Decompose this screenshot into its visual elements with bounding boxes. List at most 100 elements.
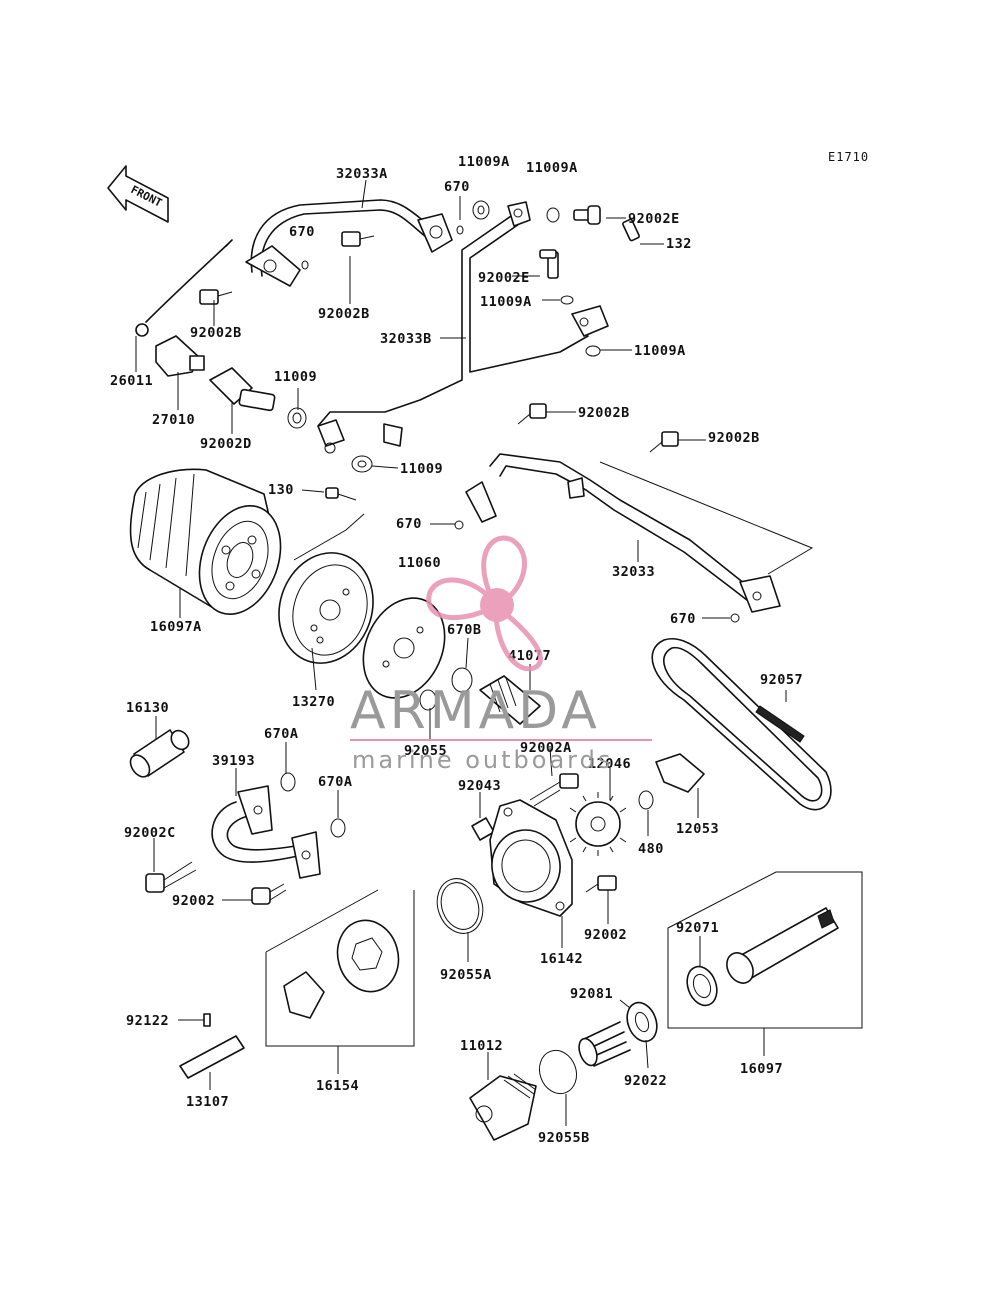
label-16130: 16130 xyxy=(126,700,169,716)
label-92002: 92002 xyxy=(172,893,215,909)
label-11009A: 11009A xyxy=(634,343,686,359)
oil-pipe-32033A xyxy=(245,199,453,287)
sensor-lead-26011 xyxy=(135,239,233,337)
rotor-set-16154 xyxy=(265,889,415,1047)
bolt-92002-b xyxy=(585,875,617,893)
label-92055B: 92055B xyxy=(538,1130,590,1146)
propeller-logo-icon xyxy=(426,535,543,672)
label-12053: 12053 xyxy=(676,821,719,837)
label-92002E: 92002E xyxy=(628,211,680,227)
o-ring-92055A xyxy=(436,878,484,934)
spring-92081 xyxy=(578,1021,631,1067)
oil-pressure-switch-27010 xyxy=(155,335,205,377)
bolt-92002B-c xyxy=(517,403,547,425)
washer-11009A xyxy=(472,200,490,220)
washer-11009A-b xyxy=(546,207,560,223)
plug-11012 xyxy=(469,1073,537,1141)
oil-pipe-32033B xyxy=(317,201,609,447)
label-11009: 11009 xyxy=(274,369,317,385)
chain-guide-12053 xyxy=(655,753,705,793)
label-13270: 13270 xyxy=(292,694,335,710)
label-670A: 670A xyxy=(264,726,299,742)
label-27010: 27010 xyxy=(152,412,195,428)
label-92022: 92022 xyxy=(624,1073,667,1089)
label-32033B: 32033B xyxy=(380,331,432,347)
oil-cooler-13270 xyxy=(278,552,374,664)
label-13107: 13107 xyxy=(186,1094,229,1110)
part-labels: 32033A 11009A 11009A 670 670 92002E 132 … xyxy=(110,154,803,1146)
front-arrow-icon: FRONT xyxy=(107,165,169,223)
bolt-92002-a xyxy=(251,883,287,905)
label-670B: 670B xyxy=(447,622,482,638)
bolt-132 xyxy=(622,218,640,242)
label-26011: 26011 xyxy=(110,373,153,389)
pump-body-16142 xyxy=(489,799,573,917)
pin-92122 xyxy=(203,1013,211,1027)
label-670A: 670A xyxy=(318,774,353,790)
label-92122: 92122 xyxy=(126,1013,169,1029)
label-92081: 92081 xyxy=(570,986,613,1002)
label-92055A: 92055A xyxy=(440,967,492,983)
label-92002B: 92002B xyxy=(578,405,630,421)
label-670: 670 xyxy=(670,611,696,627)
label-130: 130 xyxy=(268,482,294,498)
leader-lines xyxy=(135,179,787,1126)
armada-watermark: ARMADA marine outboards xyxy=(350,535,652,774)
label-92071: 92071 xyxy=(676,920,719,936)
sprocket-12046 xyxy=(569,792,627,856)
label-16154: 16154 xyxy=(316,1078,359,1094)
label-12046: 12046 xyxy=(588,756,631,772)
o-ring-670A-b xyxy=(330,818,346,838)
strainer-16097 xyxy=(667,871,863,1029)
bolt-92002E-b xyxy=(539,249,559,279)
bolt-92002B-d xyxy=(649,431,679,453)
bolt-92002A xyxy=(529,773,579,807)
shaft-13107 xyxy=(179,1035,245,1079)
label-92055: 92055 xyxy=(404,743,447,759)
label-11009A: 11009A xyxy=(526,160,578,176)
oil-pipe-32033 xyxy=(465,453,781,613)
oil-filter-16097A xyxy=(129,468,282,616)
label-92002B: 92002B xyxy=(318,306,370,322)
label-670: 670 xyxy=(444,179,470,195)
fitting-41077 xyxy=(479,675,541,725)
label-92002A: 92002A xyxy=(520,740,572,756)
label-92002B: 92002B xyxy=(190,325,242,341)
label-11012: 11012 xyxy=(460,1038,503,1054)
label-16097A: 16097A xyxy=(150,619,202,635)
label-11009: 11009 xyxy=(400,461,443,477)
o-ring-92055 xyxy=(419,689,437,711)
label-32033: 32033 xyxy=(612,564,655,580)
coupler-16130 xyxy=(129,729,190,778)
label-92002B: 92002B xyxy=(708,430,760,446)
label-16097: 16097 xyxy=(740,1061,783,1077)
label-92002: 92002 xyxy=(584,927,627,943)
label-11009A: 11009A xyxy=(458,154,510,170)
washer-92022 xyxy=(626,1001,658,1043)
watermark-tagline: marine outboards xyxy=(352,746,613,774)
label-16142: 16142 xyxy=(540,951,583,967)
o-ring-92055B xyxy=(538,1049,578,1095)
bolt-92002B-b xyxy=(199,289,233,305)
o-ring-670A xyxy=(280,772,296,792)
label-92002E: 92002E xyxy=(478,270,530,286)
bolt-130 xyxy=(325,487,357,501)
label-670: 670 xyxy=(289,224,315,240)
label-670: 670 xyxy=(396,516,422,532)
drive-chain-92057 xyxy=(651,638,832,811)
label-92043: 92043 xyxy=(458,778,501,794)
label-92002D: 92002D xyxy=(200,436,252,452)
oil-pipe-39193 xyxy=(211,785,321,879)
bolt-92002E xyxy=(573,205,601,225)
label-92057: 92057 xyxy=(760,672,803,688)
label-132: 132 xyxy=(666,236,692,252)
label-480: 480 xyxy=(638,841,664,857)
label-39193: 39193 xyxy=(212,753,255,769)
label-32033A: 32033A xyxy=(336,166,388,182)
gasket-11060 xyxy=(362,597,446,699)
label-11009A: 11009A xyxy=(480,294,532,310)
fitting-92002D xyxy=(209,367,276,412)
o-ring-480 xyxy=(638,790,654,810)
o-ring-670B xyxy=(451,667,473,693)
